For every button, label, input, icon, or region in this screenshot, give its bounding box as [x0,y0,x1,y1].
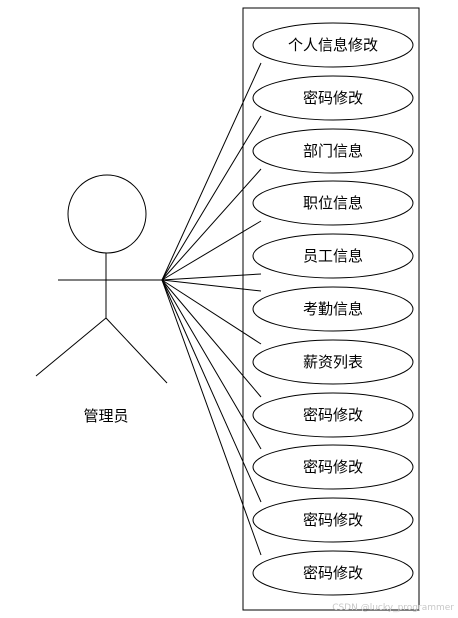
association-lines [161,62,262,556]
use-case-label: 密码修改 [303,89,363,107]
use-case: 密码修改 [252,75,414,121]
use-case: 密码修改 [252,497,414,543]
use-case-ellipse [252,550,414,596]
association-line [161,279,262,503]
use-case-ellipse [252,286,414,332]
association-line [161,220,262,281]
use-case-label: 考勤信息 [303,300,363,318]
use-case: 密码修改 [252,444,414,490]
system-boundary [242,7,420,611]
use-case-ellipse [252,497,414,543]
actor-left-leg [35,317,107,377]
association-line [161,279,262,345]
watermark-text: CSDN @lucky_programmer [332,603,454,613]
use-case-label: 密码修改 [303,458,363,476]
use-case: 考勤信息 [252,286,414,332]
association-line [161,273,262,281]
association-line [161,279,262,450]
use-case: 薪资列表 [252,339,414,385]
use-case-label: 薪资列表 [303,353,363,371]
association-line [161,168,262,281]
association-line [161,115,262,281]
use-case-label: 密码修改 [303,511,363,529]
use-case: 部门信息 [252,128,414,174]
association-line [161,279,262,292]
use-case: 个人信息修改 [252,22,414,68]
use-case-label: 密码修改 [303,564,363,582]
use-case: 密码修改 [252,550,414,596]
association-line [161,279,262,398]
use-cases: 个人信息修改密码修改部门信息职位信息员工信息考勤信息薪资列表密码修改密码修改密码… [252,22,414,596]
actor-label: 管理员 [83,407,128,425]
use-case-ellipse [252,180,414,226]
use-case-label: 密码修改 [303,406,363,424]
use-case-label: 个人信息修改 [288,36,378,54]
use-case-ellipse [252,75,414,121]
use-case-ellipse [252,339,414,385]
association-line [161,279,262,556]
use-case-label: 职位信息 [303,194,363,212]
association-line [161,62,262,281]
use-case: 员工信息 [252,233,414,279]
actor-head [67,174,147,254]
use-case-label: 部门信息 [303,142,363,160]
use-case-label: 员工信息 [303,247,363,265]
use-case-ellipse [252,444,414,490]
use-case: 密码修改 [252,392,414,438]
actor-figure [35,174,168,384]
use-case-ellipse [252,22,414,68]
use-case-ellipse [252,128,414,174]
actor-right-leg [105,317,168,384]
use-case-ellipse [252,233,414,279]
use-case: 职位信息 [252,180,414,226]
use-case-ellipse [252,392,414,438]
